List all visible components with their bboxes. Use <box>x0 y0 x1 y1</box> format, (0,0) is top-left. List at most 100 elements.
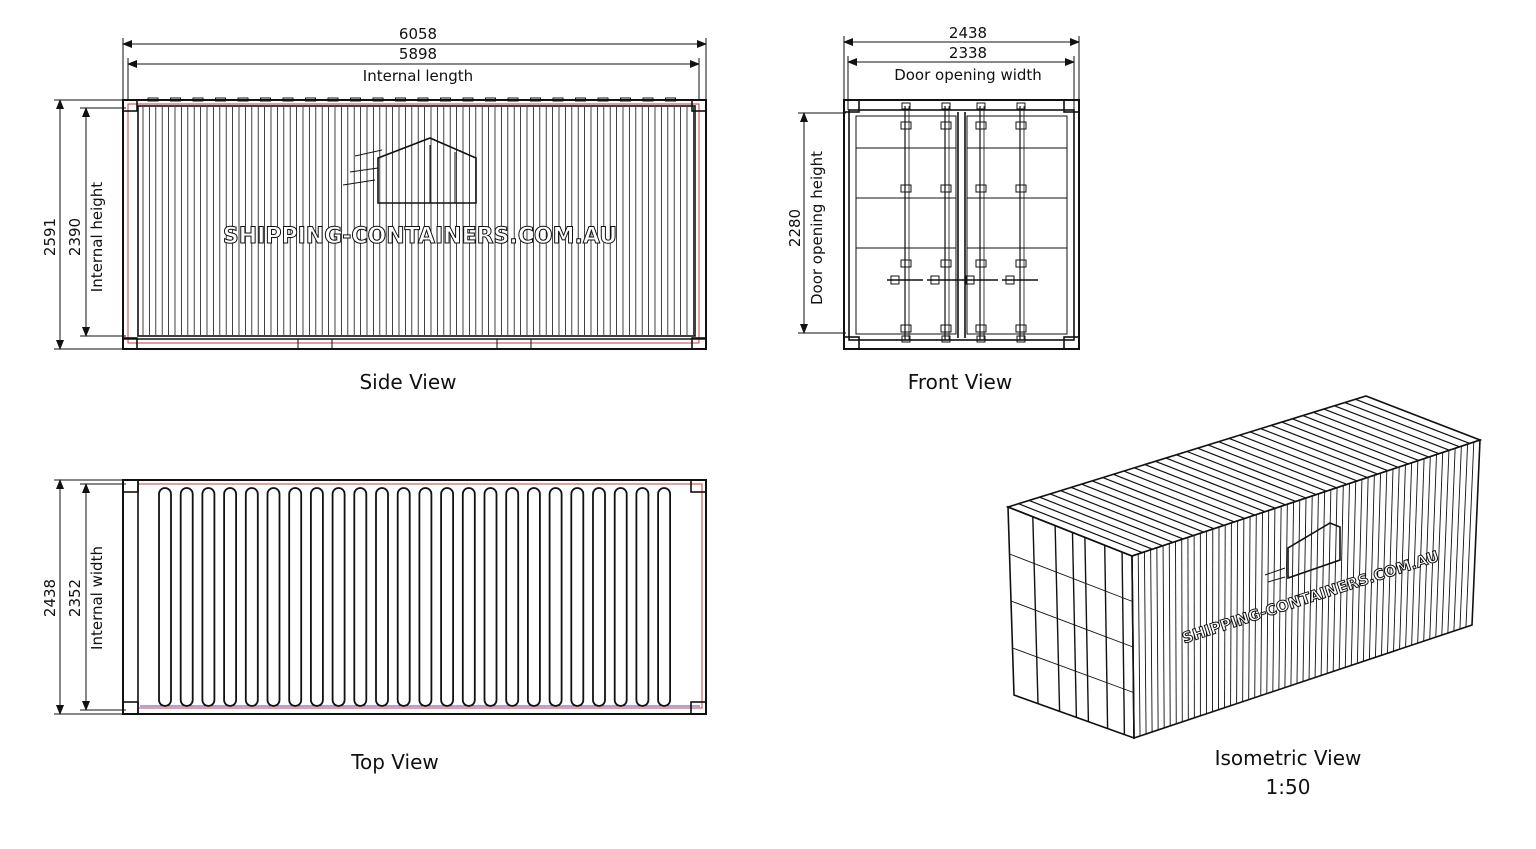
roof-rib <box>418 487 433 707</box>
internal-width-label: Internal width <box>88 546 106 650</box>
roof-rib-line <box>1355 398 1470 444</box>
internal-height-label: Internal height <box>88 182 106 293</box>
internal-width-value: 2352 <box>66 579 84 617</box>
internal-length-dimension: 5898 Internal length <box>127 45 700 100</box>
door-panel-line <box>1012 647 1134 693</box>
top-view-caption: Top View <box>350 750 439 774</box>
roof-rib-line <box>1281 421 1399 468</box>
roof-rib-line <box>1123 470 1245 520</box>
bar-bracket <box>1015 184 1027 193</box>
logo-house-icon <box>342 137 477 204</box>
side-rib-line <box>1266 510 1270 694</box>
roof-rib <box>237 97 249 102</box>
front-overall-width-dimension: 2438 <box>843 24 1080 100</box>
roof-corrugation-ribs <box>158 487 671 707</box>
bar-cam-bottom <box>941 335 951 343</box>
bar-cam-top <box>1016 102 1026 110</box>
roof-rib-line <box>1113 473 1235 523</box>
roof-rib <box>372 97 384 102</box>
roof-rib <box>597 97 609 102</box>
handle-lock <box>930 275 940 285</box>
isometric-roof-ribs <box>1018 398 1470 554</box>
side-rib-line <box>1350 481 1357 666</box>
bar-bracket <box>940 259 952 268</box>
side-rib-line <box>1218 526 1220 710</box>
roof-rib-line <box>1344 401 1460 448</box>
internal-length-label: Internal length <box>363 67 473 85</box>
door-opening-height-value: 2280 <box>786 209 804 247</box>
roof-rib <box>505 487 520 707</box>
isometric-view: SHIPPING-CONTAINERS.COM.AU Isometric Vie… <box>1005 395 1483 799</box>
roof-rib <box>305 97 316 102</box>
side-rib-line <box>1302 497 1307 682</box>
door-opening-height-dimension: 2280 Door opening height <box>786 112 846 334</box>
roof-rib <box>635 487 650 707</box>
front-view-caption: Front View <box>908 370 1012 394</box>
roof-rib <box>282 97 294 102</box>
roof-rib <box>507 97 519 102</box>
side-rib-line <box>1175 541 1177 724</box>
side-view-caption: Side View <box>359 370 456 394</box>
bar-bracket <box>1015 259 1027 268</box>
roof-rib <box>158 487 172 707</box>
roof-rib-line <box>1249 431 1368 479</box>
roof-rib <box>327 97 339 102</box>
bar-bracket <box>940 184 952 193</box>
roof-rib <box>483 487 498 707</box>
side-rib-line <box>1162 545 1165 728</box>
side-rib-line <box>1368 475 1375 660</box>
door-opening-width-label: Door opening width <box>894 66 1042 84</box>
bar-bracket <box>940 324 952 333</box>
side-rib-line <box>1374 473 1382 658</box>
roof-rib-line <box>1144 464 1266 513</box>
roof-rib <box>461 487 476 707</box>
side-rib-line <box>1150 549 1153 732</box>
bar-bracket <box>975 259 987 268</box>
roof-rib-line <box>1313 411 1430 458</box>
side-rib-line <box>1314 493 1319 678</box>
roof-rib-line <box>1070 486 1194 537</box>
internal-height-value: 2390 <box>66 218 84 256</box>
isometric-doors <box>1009 516 1134 735</box>
side-roof-ribs <box>147 97 676 102</box>
side-rib-line <box>1260 512 1263 696</box>
door-panel-line <box>1010 600 1134 648</box>
roof-rib-line <box>1155 460 1276 509</box>
door-panel-line <box>1009 553 1133 602</box>
isometric-logo-icon <box>1264 522 1341 583</box>
overall-length-value: 6058 <box>399 25 437 43</box>
side-rib-line <box>1224 524 1226 708</box>
roof-rib <box>395 97 406 102</box>
side-rib-line <box>1143 551 1147 734</box>
bar-bracket <box>975 324 987 333</box>
bar-cam-top <box>901 102 911 110</box>
handle-lock <box>890 275 900 285</box>
roof-rib <box>266 487 281 707</box>
side-rib-line <box>1447 448 1456 634</box>
side-rib-line <box>1230 522 1232 706</box>
door-opening-width-dimension: 2338 Door opening width <box>847 44 1075 110</box>
roof-rib <box>331 487 346 707</box>
overall-height-value: 2591 <box>41 218 59 256</box>
roof-rib <box>552 97 564 102</box>
roof-rib-line <box>1186 450 1307 499</box>
side-rib-line <box>1453 446 1462 632</box>
side-rib-line <box>1465 442 1475 628</box>
side-rib-line <box>1441 450 1450 636</box>
side-rib-line <box>1290 502 1295 686</box>
roof-rib <box>570 487 585 707</box>
side-rib-line <box>1278 506 1282 690</box>
top-container-roof <box>122 479 707 715</box>
roof-rib-line <box>1018 503 1143 554</box>
roof-rib-line <box>1028 499 1153 550</box>
side-rib-line <box>1168 543 1171 726</box>
roof-rib <box>642 97 654 102</box>
roof-rib-line <box>1060 490 1184 540</box>
overall-length-dimension: 6058 <box>122 25 707 100</box>
handle-lock <box>1005 275 1015 285</box>
side-rib-line <box>1381 471 1388 656</box>
side-rib-line <box>1248 516 1251 700</box>
roof-rib <box>462 97 474 102</box>
side-logo-text: SHIPPING-CONTAINERS.COM.AU <box>223 224 617 249</box>
bar-bracket <box>975 184 987 193</box>
